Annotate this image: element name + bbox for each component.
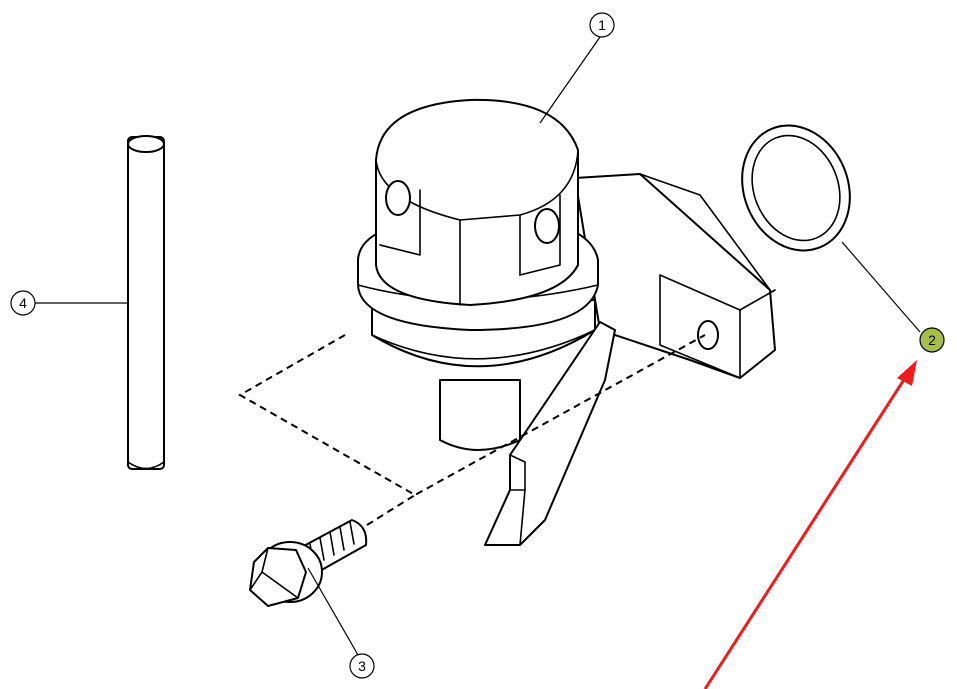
callout-4-label: 4 [19, 295, 27, 311]
callout-3[interactable]: 3 [349, 653, 375, 679]
leader-lines [35, 36, 921, 656]
assembly-dashed-lines [237, 334, 706, 526]
callout-3-label: 3 [358, 658, 366, 674]
callout-1[interactable]: 1 [589, 12, 615, 38]
callout-2-label: 2 [928, 332, 936, 348]
highlight-arrow [703, 360, 917, 689]
part-3-bolt [249, 519, 368, 607]
callout-1-label: 1 [598, 17, 606, 33]
part-2-o-ring [741, 124, 851, 252]
part-1-pump-assembly [357, 98, 776, 546]
callout-4[interactable]: 4 [10, 290, 36, 316]
part-4-pin [127, 135, 165, 470]
callout-2[interactable]: 2 [919, 327, 945, 353]
